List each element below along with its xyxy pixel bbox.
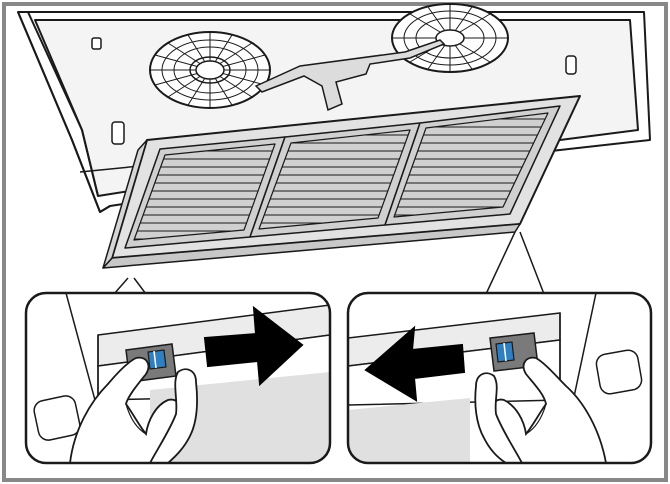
- cable-bracket: [254, 39, 446, 112]
- arrow-left-icon: [364, 325, 466, 402]
- callout-lines: [113, 231, 545, 295]
- hand-right-icon: [474, 356, 608, 463]
- fan-cover-right: [391, 3, 509, 73]
- fan-cover-left: [149, 31, 271, 109]
- arrow-right-icon: [203, 305, 304, 387]
- hand-left-icon: [68, 356, 198, 463]
- inset-right: [346, 291, 653, 465]
- latch-button-left: [147, 349, 167, 370]
- inset-left: [24, 291, 332, 465]
- grease-filter: [102, 95, 581, 269]
